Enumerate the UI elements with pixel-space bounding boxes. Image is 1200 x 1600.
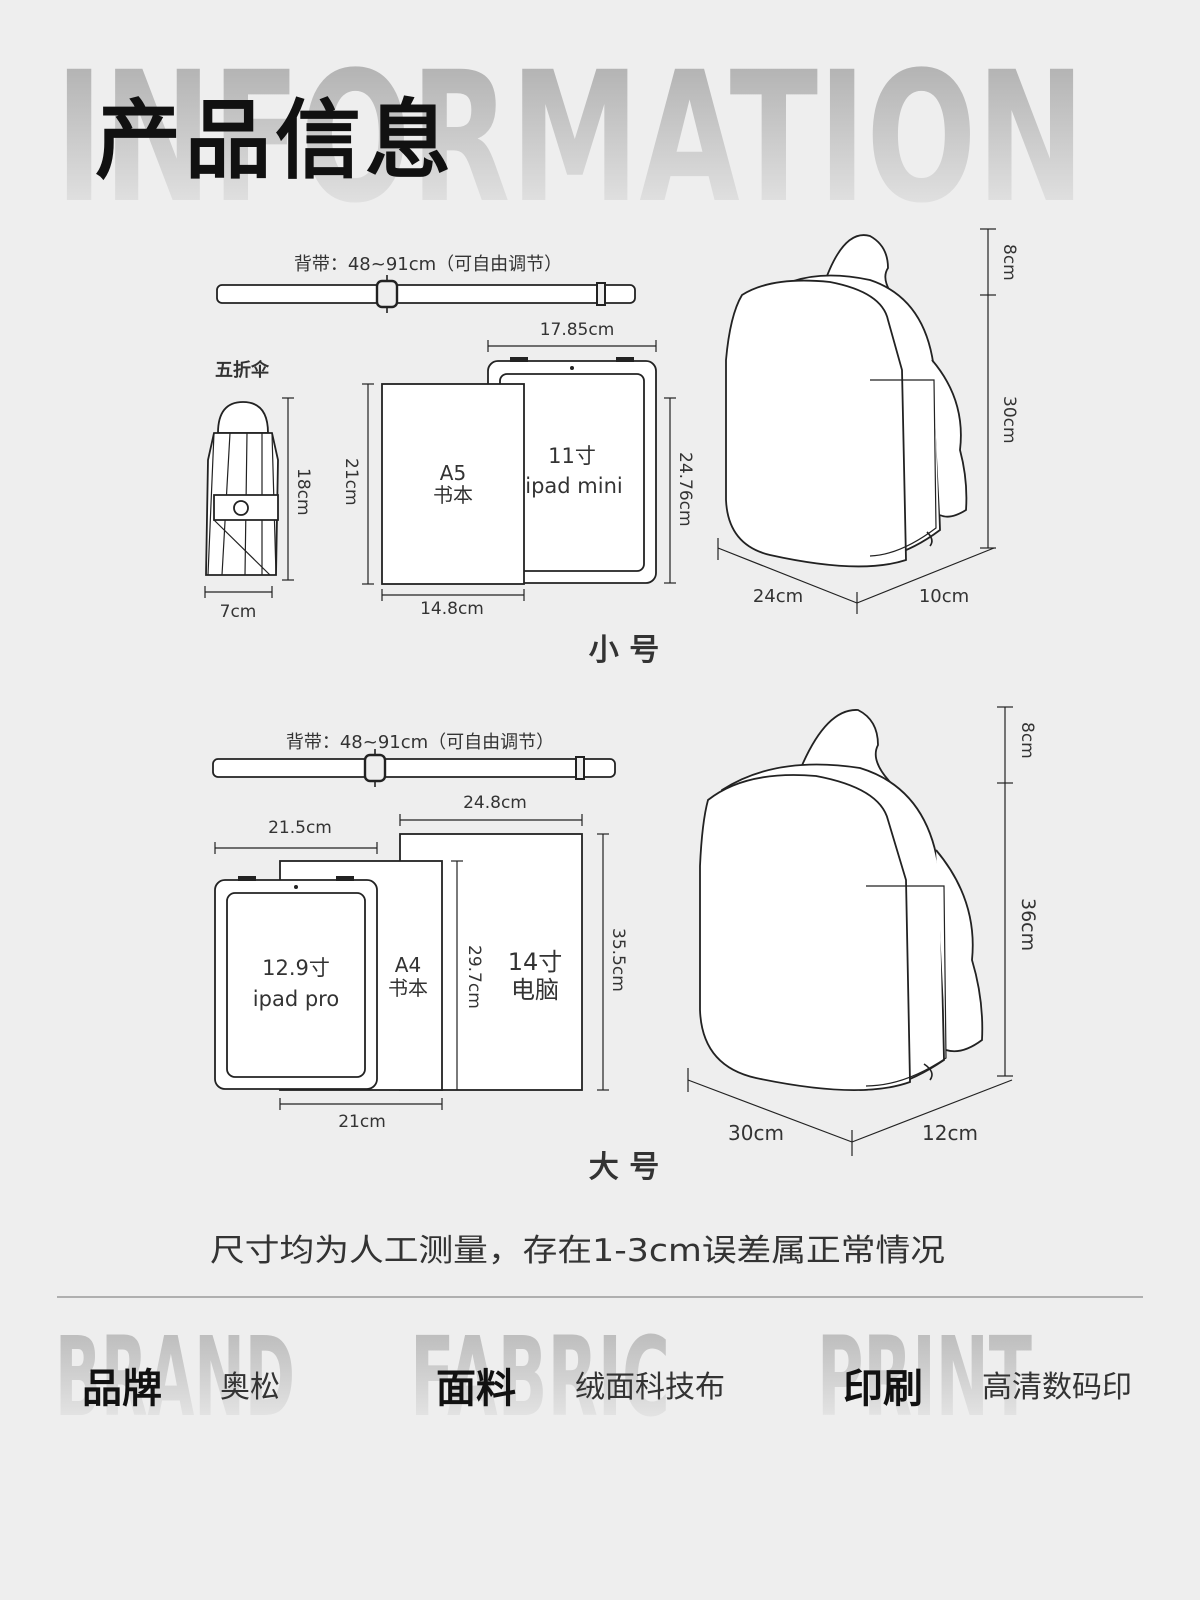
folding-umbrella-drawing [205,401,279,576]
small-bag-width-label: 24cm [753,586,803,607]
large-bag-height-dimension [997,783,1013,1077]
umbrella-height-label: 18cm [293,468,313,516]
large-bag-width-label: 30cm [728,1121,784,1145]
large-size-title: 大 号 [589,1150,659,1185]
spec-fabric-bg-word: FABRIC [410,1313,670,1441]
laptop-line1: 14寸 [508,948,563,976]
spec-fabric-label: 面料 [436,1366,516,1412]
umbrella-width-dimension [204,586,273,598]
a5-height-label: 21cm [341,458,361,506]
ipad-mini-height-label: 24.76cm [675,452,695,527]
spec-print-value: 高清数码印 [982,1370,1132,1405]
ipad-pro-width-label: 21.5cm [268,818,332,838]
spec-fabric-value: 绒面科技布 [575,1370,725,1405]
small-a5-book-drawing [381,383,525,585]
a5-width-label: 14.8cm [420,599,484,619]
a4-width-dimension [279,1098,443,1110]
large-backpack-drawing [699,709,984,1091]
large-strap-drawing [212,749,616,787]
umbrella-height-dimension [282,397,294,581]
small-size-section: 背带：48~91cm（可自由调节） 五折伞 18cm [204,228,1019,668]
ipad-mini-width-dimension [487,340,657,352]
a5-book-line1: A5 [440,461,466,485]
measurement-note: 尺寸均为人工测量，存在1-3cm误差属正常情况 [210,1233,945,1269]
spec-brand: BRAND 品牌 奥松 [55,1313,295,1441]
small-strap-label: 背带：48~91cm（可自由调节） [294,254,562,275]
small-bag-height-dimension [980,295,996,549]
laptop-height-label: 35.5cm [608,928,628,992]
a5-width-dimension [381,589,525,601]
large-bag-base-dimensions [687,1068,1013,1156]
spec-brand-value: 奥松 [220,1370,280,1405]
ipad-mini-line2: ipad mini [525,474,622,498]
spec-print: PRINT 印刷 高清数码印 [817,1313,1132,1441]
small-ipad-mini-drawing [487,357,657,584]
ipad-mini-line1: 11寸 [548,444,596,468]
a4-width-label: 21cm [338,1112,386,1132]
header-background-word: INFORMATION [55,34,1085,243]
ipad-pro-drawing [214,876,378,1090]
ipad-mini-height-dimension [664,397,676,584]
large-bag-handle-label: 8cm [1017,722,1037,759]
large-size-section: 背带：48~91cm（可自由调节） 12.9寸 ipad pro A4 书本 2… [212,706,1039,1185]
a5-height-dimension [362,383,374,585]
a5-book-line2: 书本 [433,483,473,507]
small-umbrella-label: 五折伞 [215,359,270,381]
small-bag-height-label: 30cm [999,396,1019,444]
large-bag-handle-dimension [997,706,1013,784]
small-bag-base-dimensions [717,538,995,614]
spec-brand-label: 品牌 [82,1366,162,1412]
small-size-title: 小 号 [589,633,659,668]
large-strap-label: 背带：48~91cm（可自由调节） [286,732,554,753]
a4-height-label: 29.7cm [464,945,484,1009]
laptop-width-dimension [399,814,583,826]
ipad-pro-line1: 12.9寸 [262,956,330,980]
ipad-pro-line2: ipad pro [253,987,339,1011]
large-bag-height-label: 36cm [1017,898,1039,951]
spec-fabric: FABRIC 面料 绒面科技布 [410,1313,725,1441]
a4-book-line1: A4 [395,953,421,977]
umbrella-width-label: 7cm [220,602,257,622]
small-bag-depth-label: 10cm [919,586,969,607]
page-title: 产品信息 [95,91,455,191]
large-bag-depth-label: 12cm [922,1121,978,1145]
small-backpack-drawing [725,234,968,568]
spec-brand-bg-word: BRAND [55,1313,295,1441]
ipad-pro-width-dimension [214,842,378,854]
spec-print-label: 印刷 [843,1366,923,1412]
a4-book-line2: 书本 [388,976,428,1000]
small-bag-handle-label: 8cm [999,244,1019,281]
laptop-height-dimension [597,833,609,1091]
laptop-line2: 电脑 [511,976,559,1004]
small-strap-drawing [216,275,636,313]
laptop-width-label: 24.8cm [463,793,527,813]
spec-print-bg-word: PRINT [817,1313,1032,1441]
ipad-mini-width-label: 17.85cm [540,320,615,340]
